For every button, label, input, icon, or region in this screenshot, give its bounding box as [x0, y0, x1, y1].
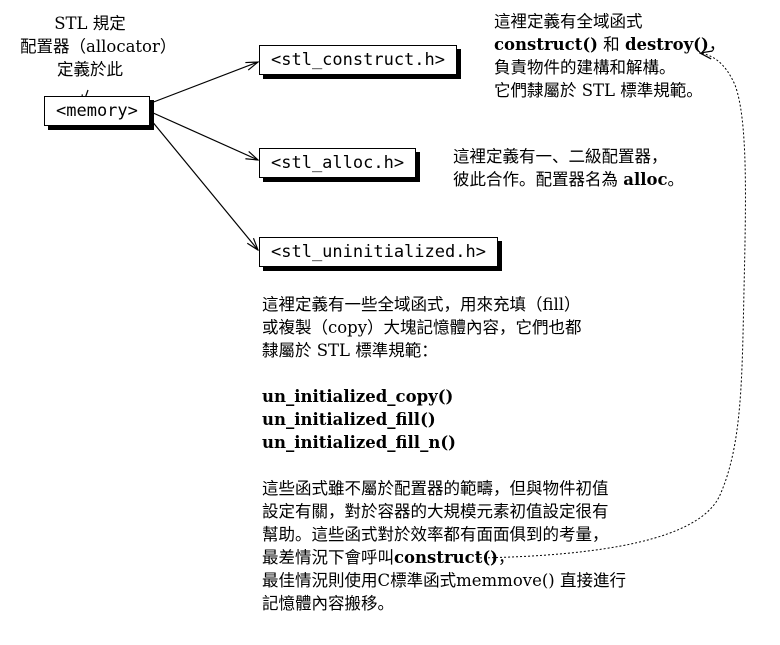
note-line: 設定有關，對於容器的大規模元素初值設定很有	[262, 502, 609, 521]
stl-alloc-box: <stl_alloc.h>	[259, 148, 417, 178]
note-text: 和	[597, 35, 625, 54]
function-name: un_initialized_copy()	[262, 387, 454, 406]
construct-func: construct()	[394, 548, 498, 567]
dotted-link-curve	[475, 53, 746, 559]
arrow-memory-to-uninit	[150, 119, 258, 250]
spec-note-line: STL 規定	[54, 14, 126, 33]
construct-note: 這裡定義有全域函式 construct() 和 destroy()， 負責物件的…	[494, 10, 725, 102]
note-line: 這些函式雖不屬於配置器的範疇，但與物件初值	[262, 479, 609, 498]
arrow-memory-to-construct	[150, 62, 258, 104]
note-line: 負責物件的建構和解構。	[494, 58, 676, 77]
note-text: 彼此合作。配置器名為	[453, 170, 624, 189]
note-text: ，	[708, 35, 726, 54]
alloc-name: alloc	[623, 170, 668, 189]
note-line: 最佳情況則使用C標準函式memmove() 直接進行	[262, 571, 626, 590]
note-line: 它們隸屬於 STL 標準規範。	[494, 81, 703, 100]
note-line: construct() 和 destroy()，	[494, 33, 725, 56]
note-line: 這裡定義有全域函式	[494, 12, 643, 31]
note-line: 幫助。這些函式對於效率都有面面俱到的考量，	[262, 525, 609, 544]
note-text: 最差情況下會呼叫	[262, 548, 394, 567]
arrow-memory-to-alloc	[150, 111, 258, 160]
function-name: un_initialized_fill()	[262, 410, 436, 429]
destroy-func: destroy()	[624, 35, 709, 54]
note-text: 。	[667, 170, 685, 189]
note-line: 彼此合作。配置器名為 alloc。	[453, 168, 684, 191]
construct-func: construct()	[494, 35, 598, 54]
note-line: 或複製（copy）大塊記憶體內容，它們也都	[262, 318, 582, 337]
stl-uninitialized-box: <stl_uninitialized.h>	[259, 237, 498, 267]
spec-note-line: 定義於此	[57, 60, 123, 79]
spec-note: STL 規定 配置器（allocator） 定義於此	[20, 12, 177, 81]
uninitialized-note: 這裡定義有一些全域函式，用來充填（fill） 或複製（copy）大塊記憶體內容，…	[262, 293, 626, 615]
note-line: 記憶體內容搬移。	[262, 594, 394, 613]
memory-box: <memory>	[44, 96, 150, 126]
note-text: ，	[497, 548, 515, 567]
stl-construct-box: <stl_construct.h>	[259, 45, 457, 75]
note-line: 隸屬於 STL 標準規範：	[262, 341, 438, 360]
alloc-note: 這裡定義有一、二級配置器， 彼此合作。配置器名為 alloc。	[453, 145, 684, 191]
spec-note-line: 配置器（allocator）	[20, 37, 177, 56]
note-line: 這裡定義有一些全域函式，用來充填（fill）	[262, 295, 581, 314]
note-line: 最差情況下會呼叫construct()，	[262, 546, 626, 569]
note-line: 這裡定義有一、二級配置器，	[453, 147, 668, 166]
function-name: un_initialized_fill_n()	[262, 433, 456, 452]
